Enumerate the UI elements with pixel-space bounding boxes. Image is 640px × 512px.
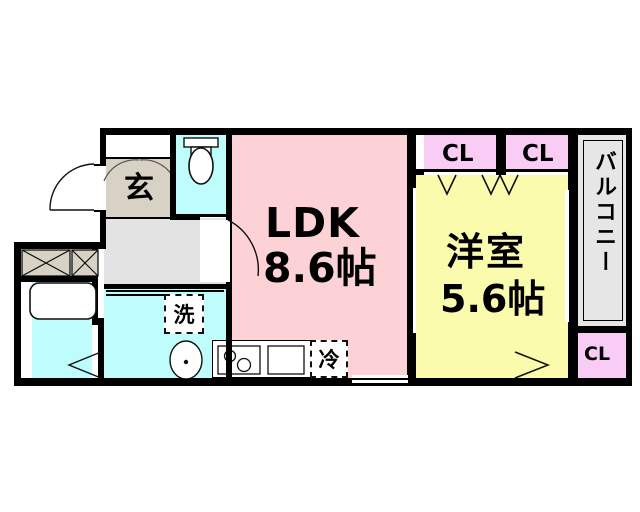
label-ldk-area: 8.6帖: [263, 244, 377, 292]
ldk-door-swing: [227, 219, 260, 277]
ldk-window-bottom: [352, 375, 408, 378]
bath-folding-door-icon: [67, 351, 102, 379]
ldk-door-opening: [200, 220, 230, 282]
bath-left-strip: [20, 262, 32, 378]
label-closet-top-left: CL: [442, 141, 474, 167]
genkan-cabinet-line: [104, 157, 175, 159]
genkan-shoe-cabinet: [104, 134, 175, 158]
wall-left-lower: [14, 242, 21, 386]
bedroom-window-balcony: [565, 190, 569, 322]
entrance-door-frame-top: [94, 164, 106, 166]
wall-top: [100, 128, 632, 135]
kitchen-sink-icon: [267, 345, 305, 375]
label-ldk-name: LDK: [265, 199, 360, 247]
washroom-sliding-door-2: [106, 294, 166, 296]
bedroom-door-icon: [514, 351, 551, 379]
room-genkan: [104, 158, 175, 218]
entrance-door-frame-bottom: [94, 210, 106, 212]
wall-between-closets: [496, 128, 506, 175]
wall-ldk-left-lower: [226, 284, 232, 378]
room-bedroom: [416, 175, 568, 378]
wall-toilet-right: [226, 128, 232, 284]
label-genkan: 玄: [124, 171, 154, 206]
vent-panel-left-icon: [21, 249, 71, 277]
washroom-sliding-door: [106, 290, 224, 292]
vent-panel-right-icon: [71, 249, 99, 277]
entrance-door-swing: [49, 163, 95, 211]
entrance-door-opening: [94, 165, 106, 211]
wall-toilet-bottom: [170, 214, 200, 220]
wall-bedroom-right: [568, 128, 578, 378]
label-closet-top-right: CL: [522, 141, 554, 167]
label-balcony: バルコニー: [591, 150, 616, 275]
closet-top-left: [424, 134, 496, 175]
balcony-inner-outline: [583, 140, 623, 321]
room-balcony: [578, 134, 628, 326]
genkan-bottom-line: [104, 217, 175, 219]
ldk-window-bottom-2: [352, 380, 408, 383]
label-refrigerator: 冷: [318, 348, 340, 372]
closet-open-arrows: [437, 174, 519, 196]
wall-hall-bottom: [104, 284, 232, 289]
toilet-door: [200, 214, 228, 217]
closet-bottom-right: [578, 333, 628, 378]
label-bedroom-name: 洋室: [446, 230, 527, 274]
closet-top-right: [506, 134, 568, 175]
label-closet-bottom-right: CL: [584, 343, 611, 365]
bedroom-window-left: [413, 188, 416, 333]
kitchen-stove-icon: [217, 345, 261, 375]
label-washing-machine: 洗: [173, 303, 195, 327]
wall-balcony-bottom: [568, 326, 632, 333]
sink-basin-icon: [169, 340, 203, 380]
appliance-refrigerator: 冷: [310, 340, 348, 378]
toilet-bowl-icon: [183, 137, 219, 185]
bathtub-icon: [29, 282, 97, 320]
appliance-washing-machine: 洗: [164, 294, 204, 334]
room-ldk: [232, 134, 407, 378]
wall-right: [626, 128, 632, 386]
label-bedroom-area: 5.6帖: [440, 277, 546, 321]
wall-bath-top: [14, 276, 98, 282]
wall-bath-right-lower: [98, 318, 104, 378]
wall-left-step: [14, 242, 106, 249]
closet-left-door-line: [424, 172, 496, 175]
wall-bedroom-left: [407, 128, 416, 378]
closet-right-door-line: [506, 172, 568, 175]
wall-bottom: [14, 378, 628, 386]
wall-toilet-left: [170, 128, 176, 220]
